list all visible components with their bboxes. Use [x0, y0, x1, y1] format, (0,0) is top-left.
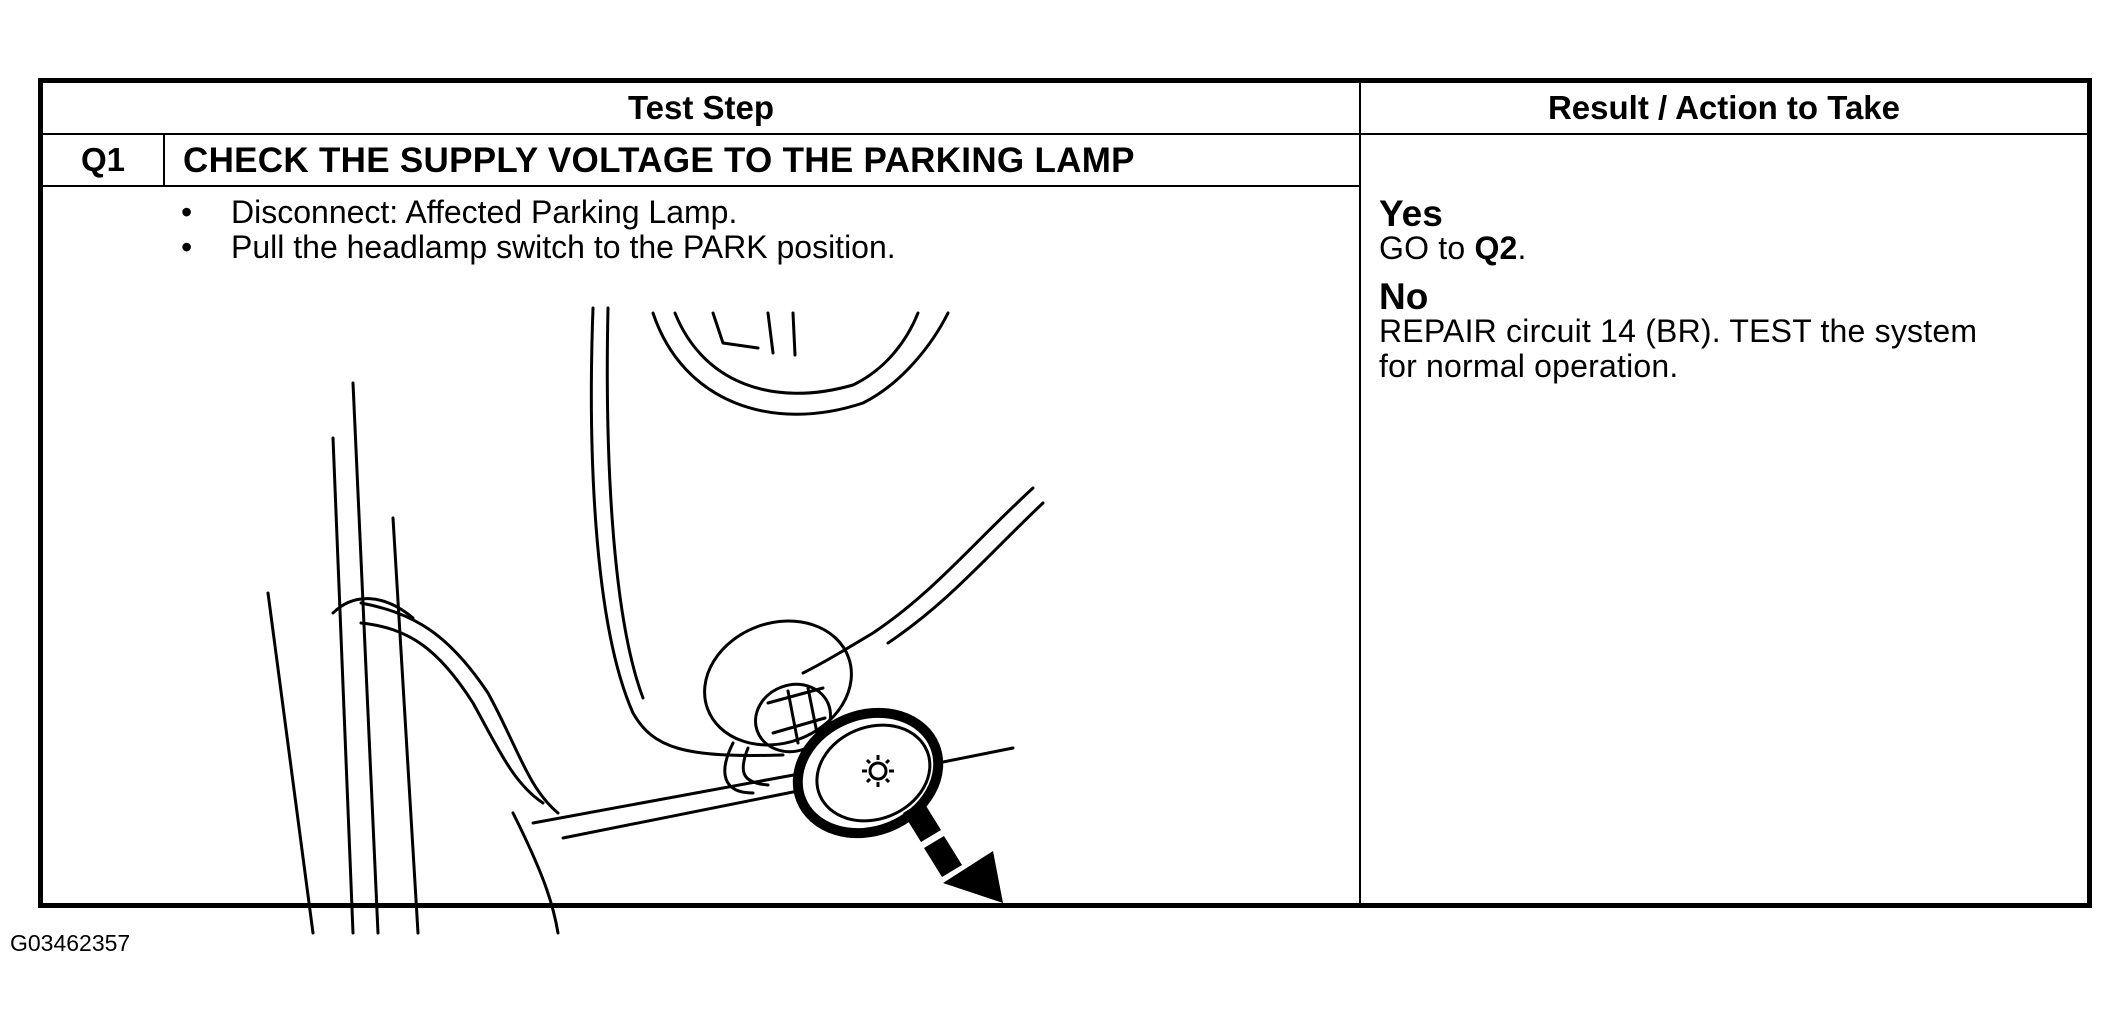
switch-housing: [741, 746, 770, 787]
switch-shaft: [786, 689, 800, 745]
dash-edge: [801, 486, 1035, 675]
result-yes: Yes GO to Q2.: [1379, 193, 2079, 266]
switch-shaft: [771, 716, 827, 735]
instruction-item: • Disconnect: Affected Parking Lamp.: [173, 195, 896, 230]
gauge-arc: [791, 311, 797, 357]
bezel-edge: [605, 306, 645, 700]
bezel-edge: [589, 306, 785, 757]
result-area: Yes GO to Q2. No REPAIR circuit 14 (BR).…: [1379, 191, 2079, 398]
dash-edge: [886, 501, 1045, 645]
panel-edge: [331, 597, 415, 620]
pillar-line: [266, 591, 315, 935]
result-no: No REPAIR circuit 14 (BR). TEST the syst…: [1379, 276, 2079, 384]
step-id: Q1: [43, 135, 165, 185]
figure-id: G03462357: [10, 930, 131, 956]
bullet: •: [181, 229, 193, 265]
header-test-step: Test Step: [43, 83, 1361, 135]
header-result-action: Result / Action to Take: [1361, 83, 2087, 135]
dash-edge: [511, 811, 560, 935]
result-no-action-line2: for normal operation.: [1379, 348, 1679, 384]
pillar-line: [391, 516, 420, 935]
headlamp-switch-illustration: [266, 306, 1045, 935]
panel-edge: [359, 621, 545, 805]
light-symbol-icon: [862, 755, 894, 787]
instruction-item: • Pull the headlamp switch to the PARK p…: [173, 230, 896, 265]
bullet: •: [181, 194, 193, 230]
switch-shaft: [806, 686, 820, 740]
column-divider: [1359, 83, 1361, 903]
switch-shaft: [766, 686, 825, 705]
dash-edge: [561, 746, 1015, 840]
result-yes-action: GO to Q2.: [1379, 231, 2079, 266]
gauge-arc: [766, 311, 775, 355]
pillar-line: [351, 381, 380, 935]
gauge-arc: [651, 311, 950, 416]
instruction-text: Pull the headlamp switch to the PARK pos…: [231, 229, 896, 265]
step-title: CHECK THE SUPPLY VOLTAGE TO THE PARKING …: [183, 141, 1135, 180]
pillar-line: [331, 436, 355, 935]
switch-knob: [792, 707, 944, 839]
test-step-table: Test Step Result / Action to Take Q1 CHE…: [38, 78, 2092, 935]
result-yes-label: Yes: [1379, 193, 1443, 234]
pull-direction-arrow-icon: [903, 801, 1003, 903]
panel-edge: [359, 601, 560, 815]
result-no-label: No: [1379, 276, 1429, 317]
result-yes-prefix: GO to: [1379, 230, 1475, 266]
instruction-text: Disconnect: Affected Parking Lamp.: [231, 194, 738, 230]
result-no-action-line1: REPAIR circuit 14 (BR). TEST the system: [1379, 313, 1978, 349]
gauge-arc: [711, 311, 760, 350]
result-yes-target: Q2: [1474, 230, 1518, 266]
switch-housing: [723, 741, 755, 795]
gauge-arc: [673, 311, 920, 395]
step-row: Q1 CHECK THE SUPPLY VOLTAGE TO THE PARKI…: [43, 135, 1361, 187]
instruction-list: • Disconnect: Affected Parking Lamp. • P…: [173, 195, 896, 265]
result-yes-suffix: .: [1517, 230, 1527, 266]
